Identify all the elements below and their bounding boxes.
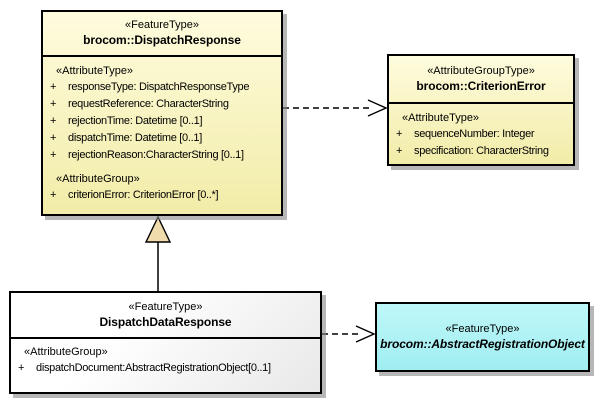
- attribute-row: + specification: CharacterString: [389, 143, 573, 160]
- attribute-row: + rejectionTime: Datetime [0..1]: [43, 113, 281, 130]
- class-name: brocom::DispatchResponse: [83, 33, 241, 47]
- stereotype-label: «FeatureType»: [445, 322, 520, 335]
- attribute-row: + requestReference: CharacterString: [43, 96, 281, 113]
- attribute-row: + sequenceNumber: Integer: [389, 126, 573, 143]
- attribute-row: + rejectionReason:CharacterString [0..1]: [43, 147, 281, 164]
- visibility-marker: +: [396, 128, 403, 140]
- visibility-marker: +: [50, 132, 57, 144]
- attribute-row: + dispatchDocument:AbstractRegistrationO…: [11, 360, 320, 377]
- visibility-marker: +: [18, 362, 25, 374]
- dependency-open-arrowhead-right: [367, 99, 388, 117]
- class-box-criterion-error: «AttributeGroupType» brocom::CriterionEr…: [387, 54, 575, 166]
- visibility-marker: +: [50, 81, 57, 93]
- attribute-row: + criterionError: CriterionError [0..*]: [43, 187, 281, 204]
- attribute-text: responseType: DispatchResponseType: [68, 81, 250, 93]
- class-box-abstract-registration-object: «FeatureType» brocom::AbstractRegistrati…: [375, 302, 590, 372]
- stereotype-label: «FeatureType»: [125, 19, 199, 31]
- attribute-text: rejectionReason:CharacterString [0..1]: [68, 149, 244, 161]
- visibility-marker: +: [50, 149, 57, 161]
- attribute-row: + responseType: DispatchResponseType: [43, 79, 281, 96]
- section-label-attribute-type: «AttributeType»: [56, 65, 134, 77]
- visibility-marker: +: [50, 115, 57, 127]
- stereotype-label: «FeatureType»: [128, 301, 203, 313]
- visibility-marker: +: [396, 145, 403, 157]
- attribute-text: dispatchTime: Datetime [0..1]: [68, 132, 202, 144]
- section-label-attribute-type: «AttributeType»: [402, 112, 480, 124]
- class-header: «FeatureType» brocom::DispatchResponse: [43, 12, 281, 57]
- attribute-text: criterionError: CriterionError [0..*]: [68, 189, 219, 201]
- attribute-text: requestReference: CharacterString: [68, 98, 229, 110]
- attributes-compartment: «AttributeGroup» + dispatchDocument:Abst…: [11, 339, 320, 377]
- attribute-text: rejectionTime: Datetime [0..1]: [68, 115, 203, 127]
- class-header: «AttributeGroupType» brocom::CriterionEr…: [389, 56, 573, 104]
- class-box-dispatch-data-response: «FeatureType» DispatchDataResponse «Attr…: [9, 291, 322, 394]
- generalization-triangle-arrowhead: [144, 215, 172, 243]
- class-box-dispatch-response: «FeatureType» brocom::DispatchResponse «…: [41, 10, 283, 216]
- attributes-compartment: «AttributeType» + responseType: Dispatch…: [43, 57, 281, 204]
- visibility-marker: +: [50, 98, 57, 110]
- attribute-text: specification: CharacterString: [414, 145, 549, 157]
- dependency-open-arrowhead-right: [355, 325, 376, 343]
- class-name: brocom::CriterionError: [416, 79, 546, 93]
- class-header: «FeatureType» DispatchDataResponse: [11, 293, 320, 339]
- class-name: brocom::AbstractRegistrationObject: [380, 336, 585, 351]
- attribute-row: + dispatchTime: Datetime [0..1]: [43, 130, 281, 147]
- attributes-compartment: «AttributeType» + sequenceNumber: Intege…: [389, 104, 573, 160]
- section-label-attribute-group: «AttributeGroup»: [24, 346, 108, 358]
- attribute-text: dispatchDocument:AbstractRegistrationObj…: [36, 362, 271, 374]
- stereotype-label: «AttributeGroupType»: [427, 65, 535, 77]
- section-label-attribute-group: «AttributeGroup»: [56, 173, 140, 185]
- attribute-text: sequenceNumber: Integer: [414, 128, 535, 140]
- visibility-marker: +: [50, 189, 57, 201]
- class-name: DispatchDataResponse: [99, 315, 232, 329]
